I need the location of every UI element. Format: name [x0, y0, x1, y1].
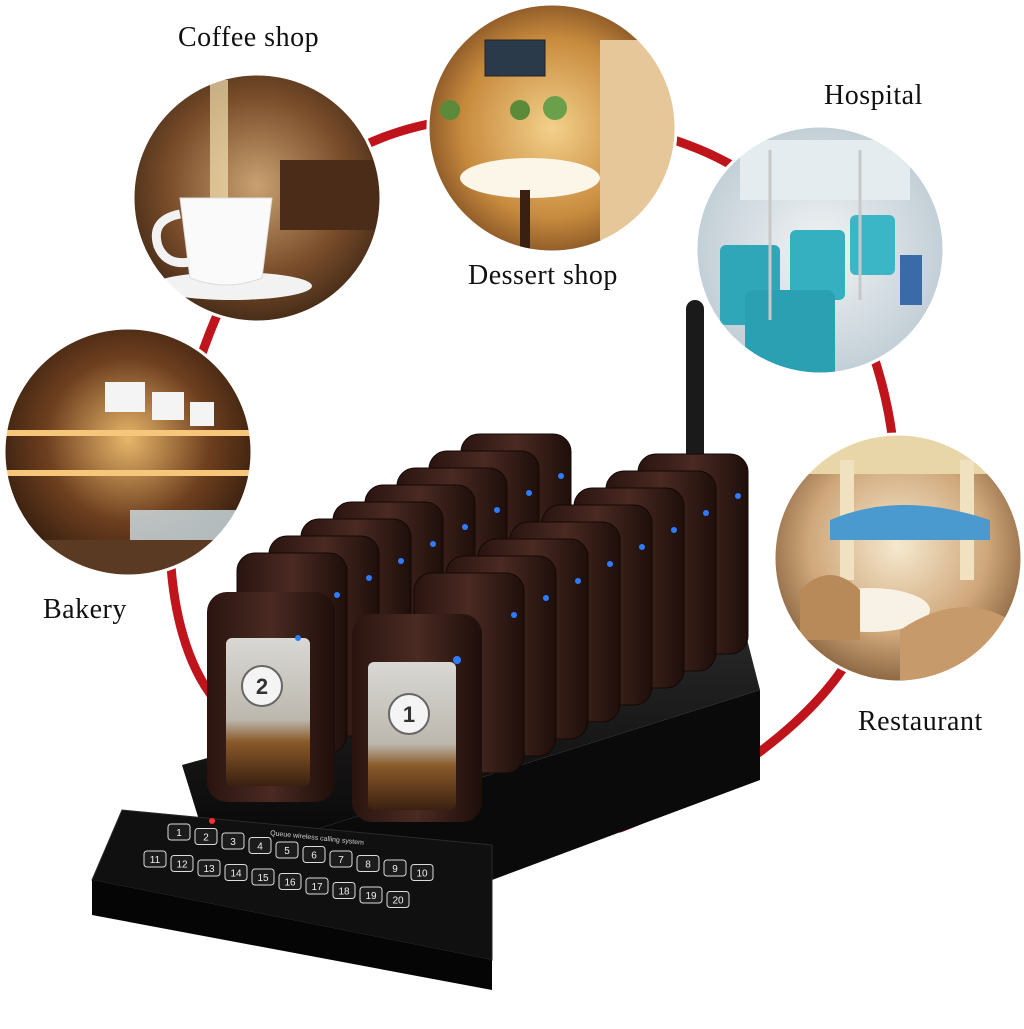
- keypad-key-label: 4: [257, 842, 263, 853]
- keypad-key-4[interactable]: 4: [248, 837, 272, 854]
- keypad-key-label: 9: [392, 864, 398, 875]
- dessert-shop-photo: [428, 4, 676, 252]
- keypad-key-label: 17: [311, 882, 323, 893]
- hospital-photo: [696, 126, 944, 374]
- keypad-key-label: 10: [416, 869, 428, 880]
- keypad-key-label: 11: [150, 855, 161, 866]
- pager-front-1[interactable]: 1: [352, 614, 482, 822]
- keypad-key-10[interactable]: 10: [410, 864, 434, 881]
- keypad-key-label: 5: [284, 846, 290, 857]
- coffee-shop-photo: [133, 74, 381, 322]
- keypad-key-label: 7: [338, 855, 344, 866]
- keypad-key-label: 14: [230, 869, 242, 880]
- keypad-key-3[interactable]: 3: [221, 832, 245, 850]
- restaurant-photo: [774, 434, 1022, 682]
- power-led: [209, 818, 215, 824]
- keypad-key-5[interactable]: 5: [275, 841, 299, 859]
- keypad-key-label: 3: [230, 837, 236, 848]
- keypad-key-16[interactable]: 16: [278, 873, 302, 890]
- keypad-key-label: 15: [257, 873, 269, 884]
- label-hospital: Hospital: [824, 80, 923, 111]
- keypad-key-label: 8: [365, 860, 371, 871]
- pager-2-number: 2: [256, 674, 268, 699]
- keypad-key-label: 6: [311, 851, 317, 862]
- keypad-key-label: 1: [176, 828, 182, 839]
- keypad-key-15[interactable]: 15: [251, 868, 275, 886]
- keypad-key-label: 13: [203, 864, 215, 875]
- label-bakery: Bakery: [43, 594, 127, 625]
- keypad-key-label: 16: [284, 878, 296, 889]
- keypad-key-14[interactable]: 14: [224, 864, 248, 881]
- keypad-key-13[interactable]: 13: [197, 859, 221, 877]
- label-dessert-shop: Dessert shop: [468, 260, 618, 291]
- keypad-key-6[interactable]: 6: [302, 846, 326, 863]
- label-restaurant: Restaurant: [858, 706, 983, 737]
- keypad-key-11[interactable]: 11: [143, 850, 167, 868]
- keypad-key-18[interactable]: 18: [332, 882, 356, 899]
- label-coffee-shop: Coffee shop: [178, 22, 320, 53]
- keypad-key-label: 19: [365, 891, 377, 902]
- keypad-key-17[interactable]: 17: [305, 877, 329, 895]
- keypad-key-20[interactable]: 20: [386, 891, 410, 908]
- keypad-key-label: 12: [176, 860, 188, 871]
- keypad-key-label: 18: [338, 887, 350, 898]
- keypad-key-label: 2: [203, 833, 209, 844]
- keypad-key-1[interactable]: 1: [167, 823, 191, 841]
- keypad-key-8[interactable]: 8: [356, 855, 380, 872]
- keypad-key-label: 20: [392, 896, 404, 907]
- keypad-key-19[interactable]: 19: [359, 886, 383, 904]
- keypad-key-12[interactable]: 12: [170, 855, 194, 872]
- keypad-key-9[interactable]: 9: [383, 859, 407, 877]
- keypad-key-7[interactable]: 7: [329, 850, 353, 868]
- pager-1-number: 1: [403, 702, 415, 727]
- keypad-key-2[interactable]: 2: [194, 828, 218, 845]
- pager-front-2[interactable]: 2: [207, 592, 335, 802]
